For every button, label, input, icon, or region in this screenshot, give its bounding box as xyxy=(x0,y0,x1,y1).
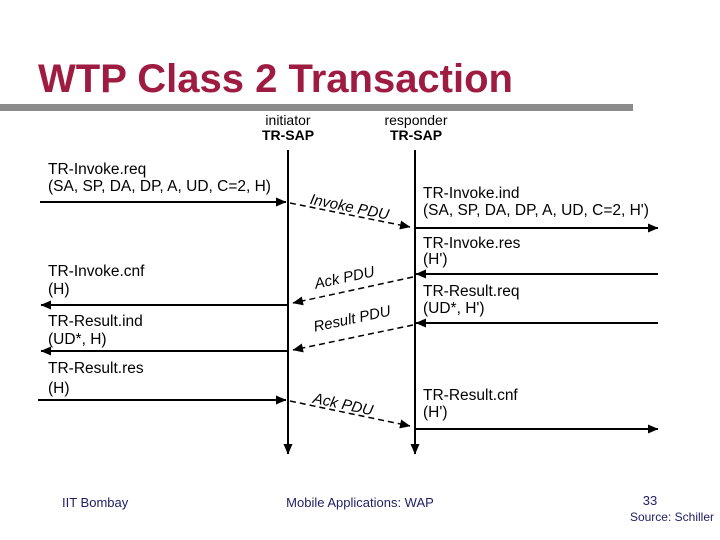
tr-invoke-req-label: TR-Invoke.req xyxy=(48,161,147,178)
tr-invoke-req-params: (SA, SP, DA, DP, A, UD, C=2, H) xyxy=(48,178,271,195)
invoke-pdu-label: Invoke PDU xyxy=(308,191,391,224)
title-underline-bar xyxy=(0,104,633,111)
tr-invoke-ind-params: (SA, SP, DA, DP, A, UD, C=2, H') xyxy=(423,202,649,219)
tr-invoke-cnf-params: (H) xyxy=(48,281,70,298)
footer-course-title: Mobile Applications: WAP xyxy=(286,495,434,510)
initiator-header: initiator TR-SAP xyxy=(228,113,348,143)
tr-result-cnf-label: TR-Result.cnf xyxy=(423,387,518,404)
tr-result-req-label: TR-Result.req xyxy=(423,283,520,300)
ack-pdu-label-2: Ack PDU xyxy=(311,390,375,420)
tr-result-res-label: TR-Result.res xyxy=(48,360,144,377)
responder-header: responder TR-SAP xyxy=(356,113,476,143)
tr-result-ind-label: TR-Result.ind xyxy=(48,313,143,330)
footer-affiliation: IIT Bombay xyxy=(62,495,129,510)
footer-source-credit: Source: Schiller xyxy=(629,510,714,524)
ack-pdu-label-1: Ack PDU xyxy=(313,263,377,293)
tr-invoke-res-label: TR-Invoke.res xyxy=(423,235,521,252)
tr-invoke-cnf-label: TR-Invoke.cnf xyxy=(48,263,145,280)
tr-result-res-params: (H) xyxy=(48,380,70,397)
initiator-role-label: initiator xyxy=(265,112,311,128)
tr-result-ind-params: (UD*, H) xyxy=(48,331,107,348)
tr-result-req-params: (UD*, H') xyxy=(423,300,485,317)
initiator-sap-label: TR-SAP xyxy=(261,127,315,143)
tr-invoke-res-params: (H') xyxy=(423,251,448,268)
tr-result-cnf-params: (H') xyxy=(423,404,448,421)
result-pdu-label: Result PDU xyxy=(312,302,393,336)
responder-sap-label: TR-SAP xyxy=(389,127,443,143)
result-pdu-arrow xyxy=(292,324,414,353)
responder-role-label: responder xyxy=(384,112,448,128)
tr-invoke-ind-label: TR-Invoke.ind xyxy=(423,185,520,202)
slide-number: 33 xyxy=(642,493,658,508)
slide-title: WTP Class 2 Transaction xyxy=(38,57,513,101)
